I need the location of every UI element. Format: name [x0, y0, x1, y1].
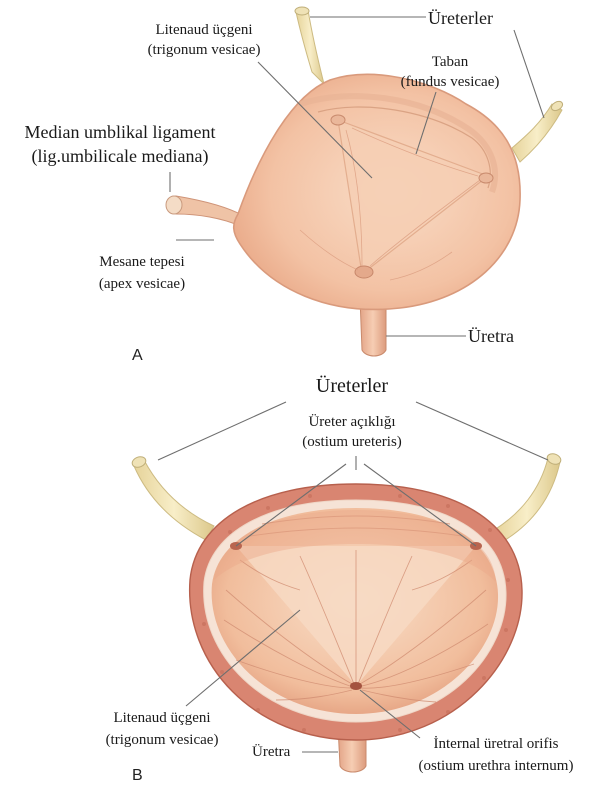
internal-orifice-label-line1: İnternal üretral orifis — [434, 736, 559, 752]
left-ureter-a-end — [295, 7, 309, 15]
internal-orifice-label-line2: (ostium urethra internum) — [419, 758, 574, 774]
urethra-label-a: Üretra — [468, 326, 514, 346]
apex-label-line1: Mesane tepesi — [99, 254, 184, 270]
ureter-opening-right-a — [479, 173, 493, 183]
panel-a: Litenaud üçgeni (trigonum vesicae) Ürete… — [25, 7, 565, 364]
ligament-tip — [166, 196, 182, 214]
ureter-opening-label-line1: Üreter açıklığı — [308, 413, 395, 430]
leader-ureters-a-right — [514, 30, 544, 118]
internal-orifice-a — [355, 266, 373, 278]
ureter-opening-left-a — [331, 115, 345, 125]
panel-letter-b: B — [132, 767, 143, 784]
trigone-label-a-line1: Litenaud üçgeni — [155, 22, 252, 38]
trigone-label-a-line2: (trigonum vesicae) — [148, 42, 261, 58]
fundus-label-line1: Taban — [432, 54, 469, 70]
fundus-label-line2: (fundus vesicae) — [401, 74, 500, 90]
leader-ureters-b-right — [416, 402, 548, 460]
panel-letter-a: A — [132, 347, 143, 364]
ureter-opening-label-line2: (ostium ureteris) — [302, 434, 402, 450]
urethra-label-b: Üretra — [252, 743, 291, 760]
ureters-label-a: Üreterler — [428, 8, 493, 28]
ligament-label-line2: (lig.umbilicale mediana) — [32, 146, 209, 167]
apex-label-line2: (apex vesicae) — [99, 276, 185, 292]
ligament-label-line1: Median umblikal ligament — [25, 122, 216, 142]
internal-orifice-b — [350, 682, 362, 690]
trigone-label-b-line1: Litenaud üçgeni — [113, 710, 210, 726]
right-ureter-b — [494, 458, 560, 542]
trigone-label-b-line2: (trigonum vesicae) — [106, 732, 219, 748]
left-ureter-a — [296, 10, 324, 84]
panel-b: Üreterler Üreter açıklığı (ostium ureter… — [106, 374, 574, 784]
left-ureter-b — [134, 460, 214, 540]
leader-ureters-b-left — [158, 402, 286, 460]
ureters-label-b: Üreterler — [316, 374, 389, 397]
right-ureter-a — [512, 104, 562, 162]
